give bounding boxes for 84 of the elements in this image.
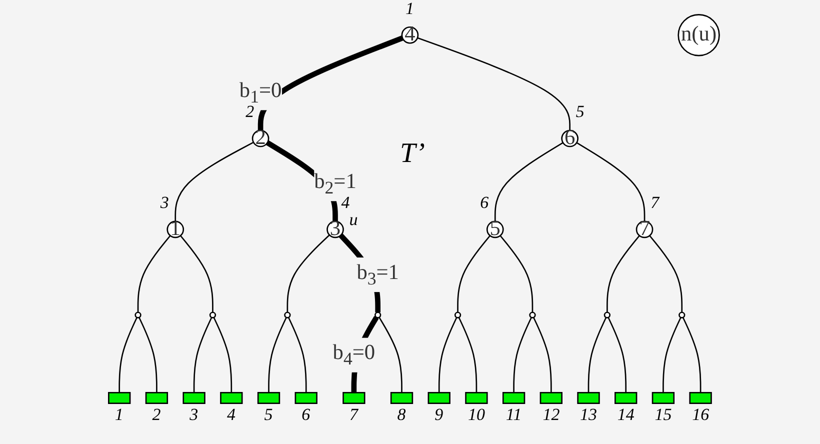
node-circle [678,312,686,318]
node-circle: 6 [561,130,579,148]
connector [258,36,404,130]
node-circle: 7 [636,220,654,238]
node-box [108,392,131,404]
connector [682,317,702,393]
node-number: 2 [152,406,161,424]
node-circle [209,312,216,318]
connector [457,235,491,312]
node-box [428,392,450,404]
connector [513,317,532,393]
connector [576,142,646,222]
tree-label: T’ [400,138,425,170]
connector [533,317,552,393]
connector [417,37,571,130]
connector [288,317,307,393]
connector [213,317,232,393]
connector [500,235,534,312]
node-circle [604,312,611,318]
connector [180,235,214,312]
node-number: 3 [190,406,198,424]
edge-label: b$_{4}$=0 [332,342,376,369]
node-box [652,392,675,404]
node-box [465,392,488,404]
connector [438,317,458,393]
node-box [220,392,243,404]
node-number: 7 [349,406,358,424]
node-number: 8 [397,406,406,424]
node-number: 16 [692,406,710,424]
node-circle: 2 [252,130,270,148]
connector [193,317,212,393]
node-box [182,392,206,404]
node-box [689,392,712,404]
node-number: 5 [576,103,584,122]
node-circle [374,312,382,318]
node-circle: 3 [326,220,344,238]
node-box [257,392,280,404]
node-number: 5 [264,406,273,424]
connector [606,235,640,312]
connector [286,234,330,312]
node-number: 1 [114,406,124,424]
node-box [577,392,600,404]
node-circle: 4 [401,26,419,44]
connector [649,235,683,312]
node-box [390,392,414,404]
connector [458,317,478,393]
node-circle: 5 [486,220,504,238]
node-box [145,392,168,404]
node-number: 11 [506,406,522,424]
connector [378,317,402,393]
node-box [614,392,638,404]
node-number: 3 [160,194,169,212]
node-number: 6 [480,194,489,212]
connector [662,317,682,393]
node-circle: 1 [166,220,184,238]
node-number: 1 [406,0,414,18]
node-number: 12 [542,406,560,424]
node-circle [529,312,536,318]
connector [268,317,287,393]
node-number: 9 [434,406,444,424]
node-box [502,392,526,404]
connector [138,317,158,393]
node-box [294,392,318,404]
edge-label: b$_{3}$=1 [356,261,400,288]
node-number: 10 [468,406,485,424]
node-circle [284,312,291,318]
node-number: 6 [302,406,310,424]
connector [494,142,564,222]
connector [174,142,254,222]
node-number: 14 [617,406,634,424]
node-circle [134,312,142,318]
connector [608,317,627,393]
node-number: 13 [580,406,598,424]
node-name: u [349,211,358,230]
node-box [540,392,563,404]
node-box [342,392,366,404]
connector [137,235,171,312]
connector [588,317,607,393]
node-number: 4 [226,406,236,424]
node-number: 15 [654,406,672,424]
connector [118,317,138,393]
node-circle [454,312,462,318]
node-number: 7 [650,194,660,212]
node-circle: n(u) [678,14,720,56]
